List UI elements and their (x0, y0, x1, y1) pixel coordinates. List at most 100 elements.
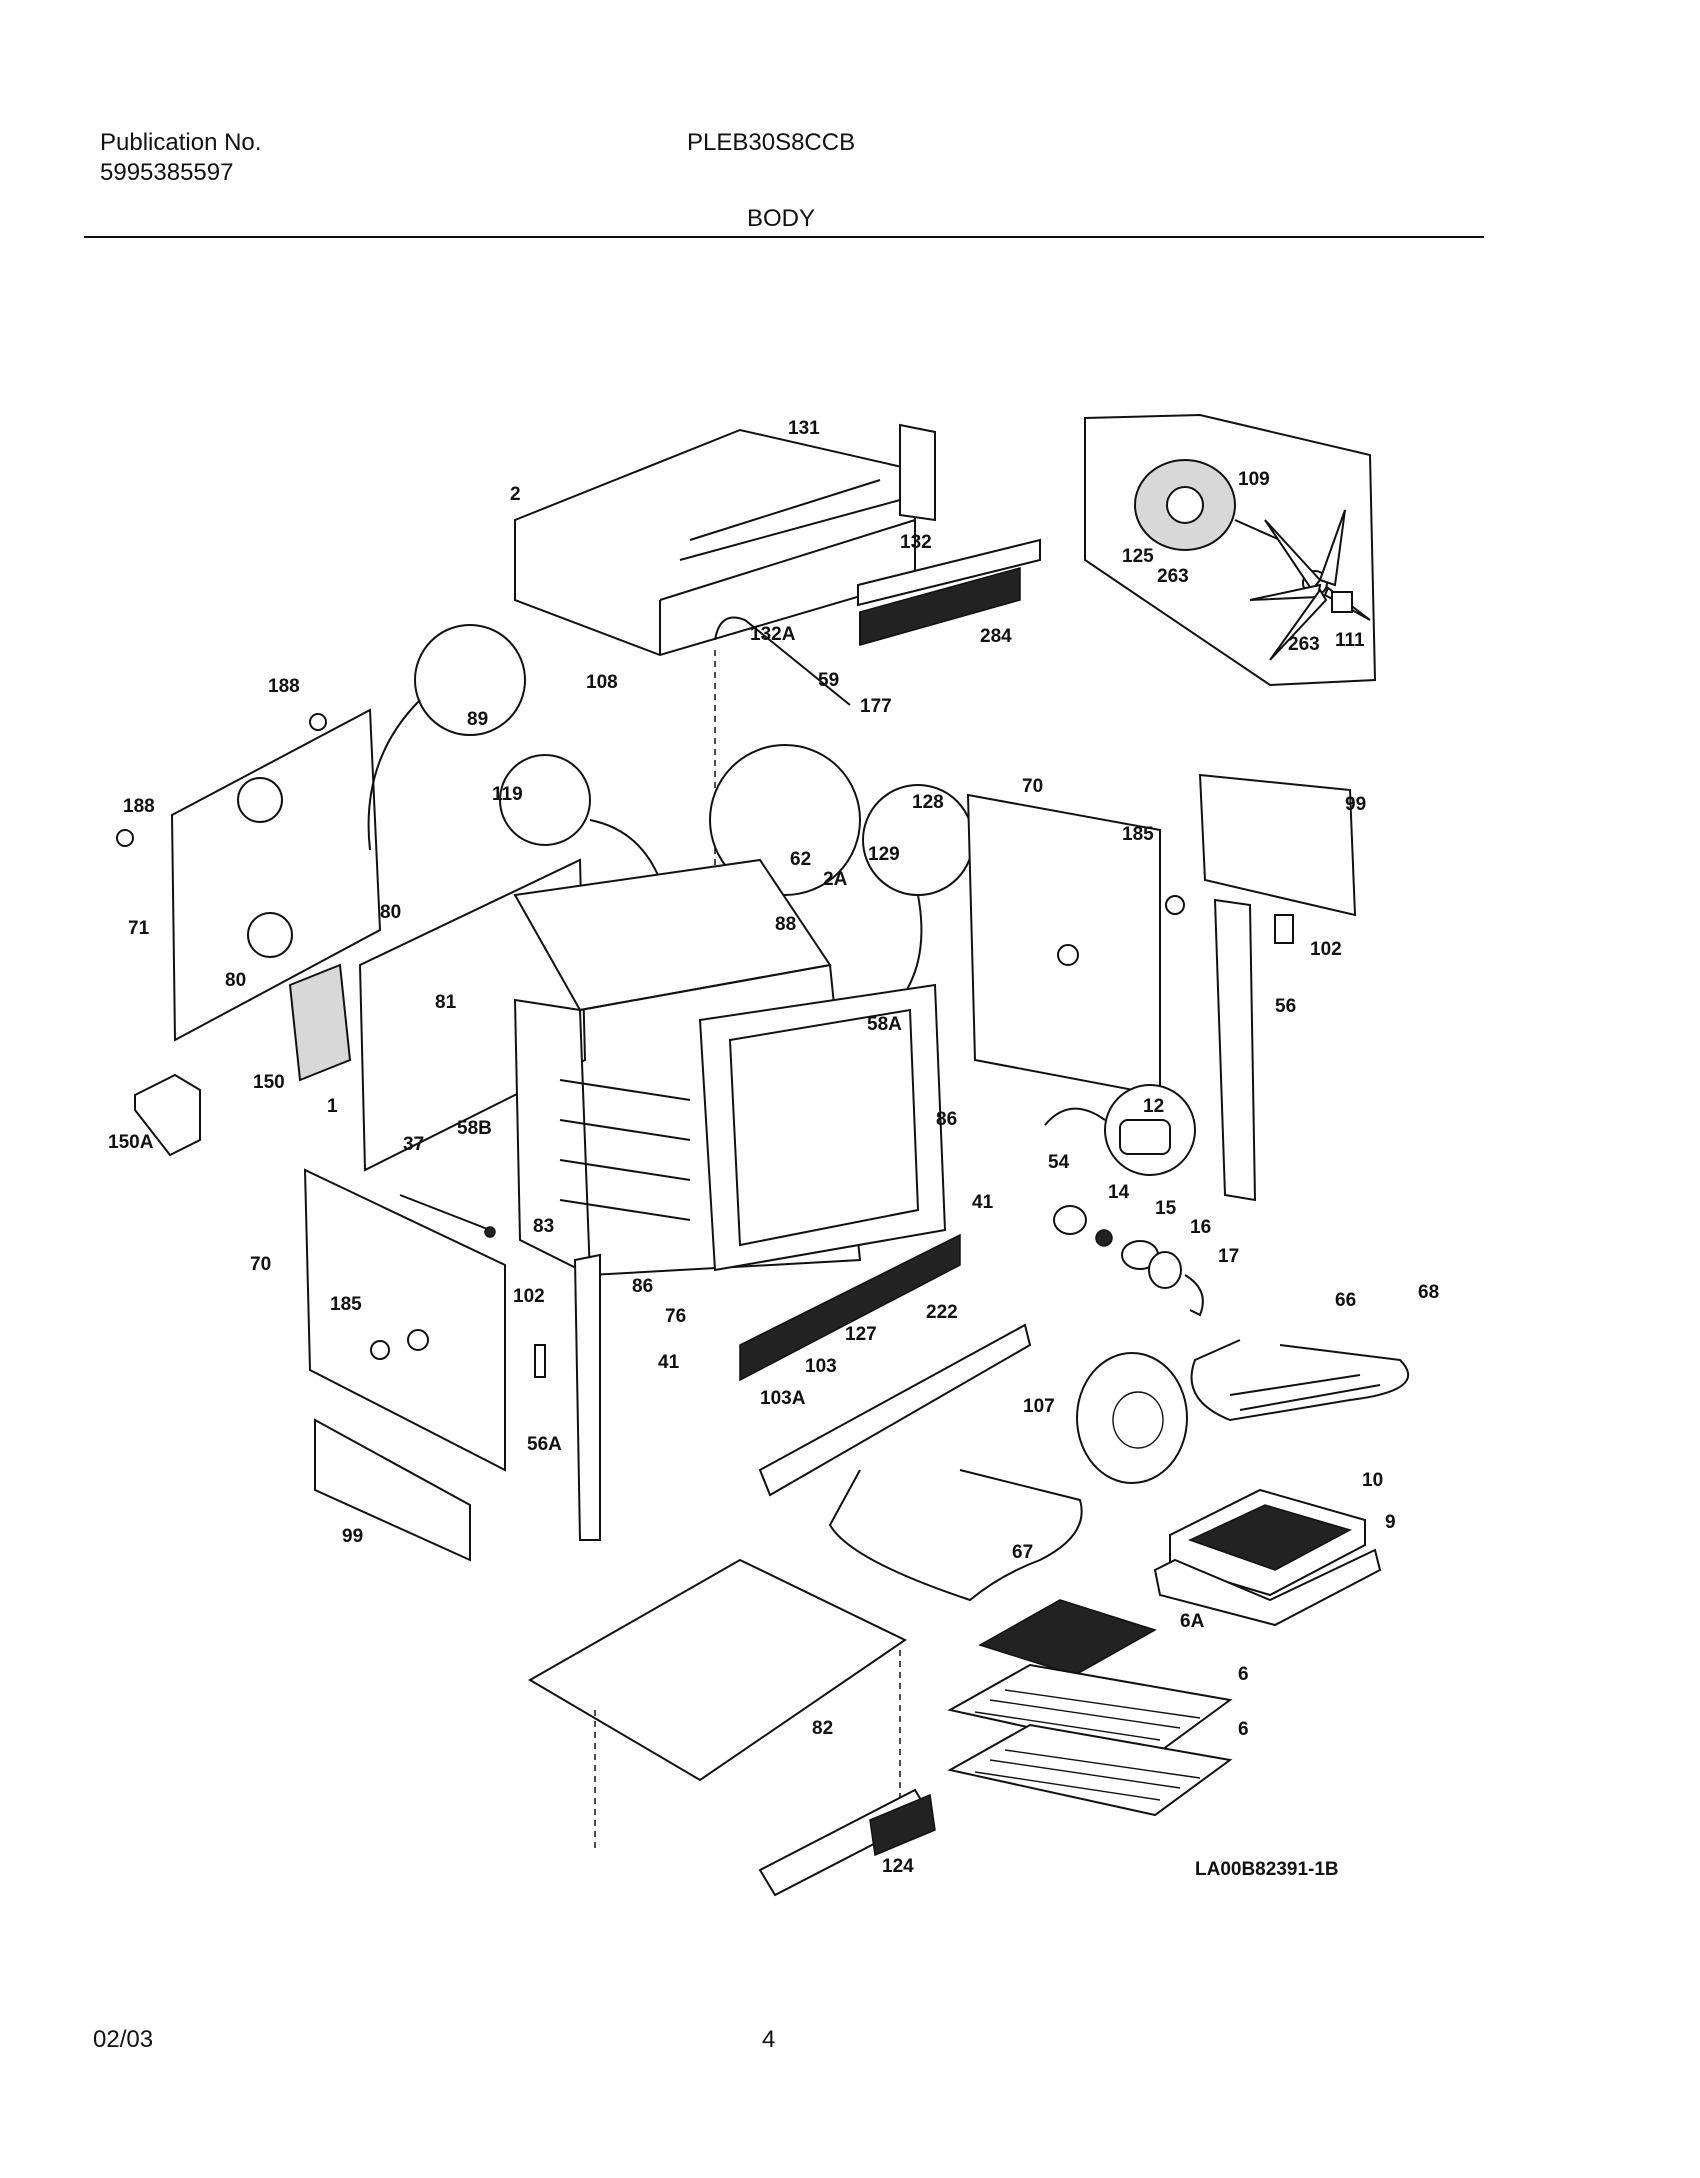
inset-arrow (367, 699, 421, 851)
callout-82: 82 (812, 1718, 833, 1739)
fan-guard (1076, 1352, 1188, 1484)
callout-83: 83 (533, 1216, 554, 1237)
callout-62: 62 (790, 849, 811, 870)
publication-date: 02/03 (93, 2026, 154, 2053)
callout-102-b: 102 (513, 1286, 545, 1307)
callout-132: 132 (900, 532, 932, 553)
top-cabinet-panel (514, 423, 936, 657)
callout-128: 128 (912, 792, 944, 813)
callout-88: 88 (775, 914, 796, 935)
callout-9: 9 (1385, 1512, 1396, 1533)
callout-109: 109 (1238, 469, 1270, 490)
header-divider (84, 236, 1484, 238)
left-side-panel (303, 1168, 506, 1472)
callout-1: 1 (327, 1096, 338, 1117)
oven-light-assembly (1053, 1205, 1204, 1317)
callout-labels: 131 2 132 109 125 263 263 111 132A 284 1… (108, 418, 1439, 1880)
callout-80-b: 80 (225, 970, 246, 991)
diagram-reference-code: LA00B82391-1B (1195, 1859, 1339, 1880)
side-trim-right (1213, 898, 1257, 1202)
side-wrapper-panel (134, 858, 587, 1172)
rear-panel (116, 708, 382, 1042)
oven-cavity (513, 858, 947, 1277)
callout-263-b: 263 (1288, 634, 1320, 655)
callout-99: 99 (1345, 794, 1366, 815)
oven-bottom-panel (528, 1558, 907, 1782)
kick-panel-rail (758, 1323, 1032, 1497)
callout-12: 12 (1143, 1096, 1164, 1117)
callout-56A: 56A (527, 1434, 562, 1455)
bake-element (828, 1469, 1083, 1602)
callout-185-b: 185 (330, 1294, 362, 1315)
vent-grille (857, 538, 1041, 646)
callout-129: 129 (868, 844, 900, 865)
callout-81: 81 (435, 992, 457, 1013)
callout-76: 76 (665, 1306, 686, 1327)
broil-element (1190, 1339, 1410, 1422)
callout-67: 67 (1012, 1542, 1033, 1563)
callout-103: 103 (805, 1356, 837, 1377)
callout-102: 102 (1310, 939, 1342, 960)
callout-54: 54 (1048, 1152, 1070, 1173)
callout-86: 86 (936, 1109, 957, 1130)
callout-150A: 150A (108, 1132, 154, 1153)
callout-125: 125 (1122, 546, 1154, 567)
callout-10: 10 (1362, 1470, 1383, 1491)
callout-6-b: 6 (1238, 1719, 1249, 1740)
callout-89: 89 (467, 709, 488, 730)
callout-111: 111 (1335, 630, 1365, 651)
callout-108: 108 (586, 672, 618, 693)
callout-15: 15 (1155, 1198, 1177, 1219)
callout-56: 56 (1275, 996, 1296, 1017)
callout-70-b: 70 (250, 1254, 271, 1275)
callout-2: 2 (510, 484, 521, 505)
callout-222: 222 (926, 1302, 958, 1323)
oven-rack-lower (947, 1723, 1233, 1817)
callout-70: 70 (1022, 776, 1043, 797)
callout-127: 127 (845, 1324, 877, 1345)
callout-284: 284 (980, 626, 1012, 647)
switch-inset (499, 754, 591, 846)
callout-59: 59 (818, 670, 839, 691)
callout-41: 41 (972, 1192, 994, 1213)
lower-control-board (314, 1418, 471, 1562)
publication-number: 5995385597 (100, 159, 234, 186)
vent-tube (714, 616, 851, 706)
callout-68: 68 (1418, 1282, 1439, 1303)
callout-107: 107 (1023, 1396, 1055, 1417)
callout-103A: 103A (760, 1388, 806, 1409)
callout-132A: 132A (750, 624, 796, 645)
broiler-pan (1153, 1548, 1382, 1627)
callout-185: 185 (1122, 824, 1154, 845)
callout-6A: 6A (1180, 1611, 1205, 1632)
kick-panel-vent (739, 1233, 961, 1382)
callout-41-b: 41 (658, 1352, 680, 1373)
broil-rack (978, 1599, 1157, 1676)
callout-58A: 58A (867, 1014, 902, 1035)
callout-16: 16 (1190, 1217, 1211, 1238)
page-number: 4 (762, 2026, 776, 2053)
callout-17: 17 (1218, 1246, 1239, 1267)
section-title: BODY (747, 205, 816, 232)
callout-131: 131 (788, 418, 820, 439)
control-board-bracket (1198, 773, 1357, 917)
publication-number-label: Publication No. (100, 129, 262, 156)
callout-119: 119 (492, 784, 523, 805)
terminal-block-inset (709, 744, 861, 896)
callout-37: 37 (403, 1134, 424, 1155)
callout-80: 80 (380, 902, 401, 923)
callout-86-b: 86 (632, 1276, 653, 1297)
callout-188-b: 188 (123, 796, 155, 817)
callout-99-b: 99 (342, 1526, 363, 1547)
callout-124: 124 (882, 1856, 914, 1877)
callout-71: 71 (128, 918, 150, 939)
convection-fan-inset (1084, 413, 1377, 687)
callout-6: 6 (1238, 1664, 1249, 1685)
callout-188: 188 (268, 676, 300, 697)
callout-2A: 2A (823, 869, 848, 890)
callout-66: 66 (1335, 1290, 1356, 1311)
callout-263: 263 (1157, 566, 1189, 587)
callout-150: 150 (253, 1072, 285, 1093)
callout-14: 14 (1108, 1182, 1130, 1203)
